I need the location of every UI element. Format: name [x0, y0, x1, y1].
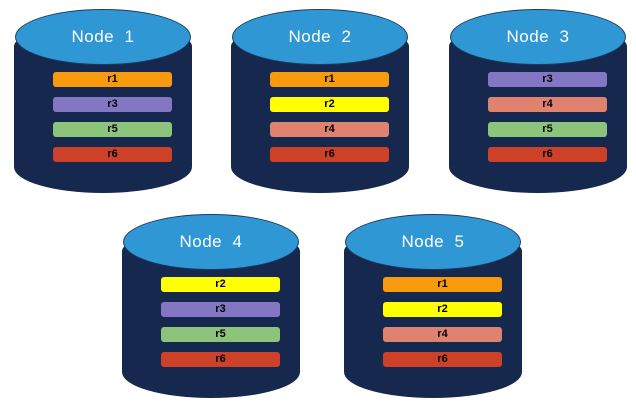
cylinder-top-ellipse [450, 9, 626, 65]
replica-bar[interactable]: r4 [488, 97, 607, 112]
replica-bar[interactable]: r4 [270, 122, 389, 137]
replica-bar[interactable]: r6 [488, 147, 607, 162]
cylinder-top-ellipse [123, 214, 299, 270]
replica-bar[interactable]: r1 [270, 72, 389, 87]
replica-list: r1 r2 r4 r6 [270, 72, 389, 162]
replica-list: r1 r3 r5 r6 [53, 72, 172, 162]
replica-bar[interactable]: r2 [270, 97, 389, 112]
replica-list: r2 r3 r5 r6 [161, 277, 280, 367]
replica-bar[interactable]: r3 [53, 97, 172, 112]
replica-bar[interactable]: r6 [383, 352, 502, 367]
replica-bar[interactable]: r5 [161, 327, 280, 342]
replica-bar[interactable]: r5 [53, 122, 172, 137]
replica-bar[interactable]: r2 [383, 302, 502, 317]
replica-bar[interactable]: r5 [488, 122, 607, 137]
replica-bar[interactable]: r1 [383, 277, 502, 292]
replica-bar[interactable]: r6 [270, 147, 389, 162]
replica-bar[interactable]: r2 [161, 277, 280, 292]
replica-bar[interactable]: r4 [383, 327, 502, 342]
replica-list: r3 r4 r5 r6 [488, 72, 607, 162]
replica-bar[interactable]: r3 [161, 302, 280, 317]
replica-list: r1 r2 r4 r6 [383, 277, 502, 367]
replica-bar[interactable]: r6 [161, 352, 280, 367]
cylinder-top-ellipse [15, 9, 191, 65]
replica-bar[interactable]: r3 [488, 72, 607, 87]
replica-bar[interactable]: r6 [53, 147, 172, 162]
cylinder-top-ellipse [345, 214, 521, 270]
replica-bar[interactable]: r1 [53, 72, 172, 87]
cylinder-top-ellipse [232, 9, 408, 65]
